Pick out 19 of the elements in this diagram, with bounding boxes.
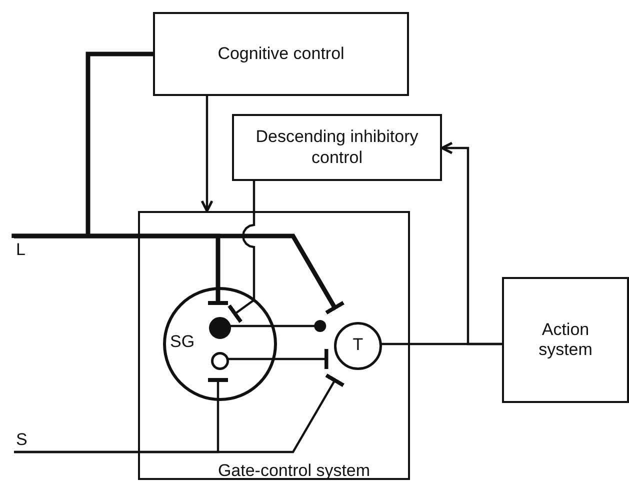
node-label: Action system	[538, 320, 594, 360]
process-box	[232, 114, 442, 181]
filled-dot	[209, 317, 231, 339]
node-label: S	[16, 430, 28, 450]
node-label: L	[16, 240, 26, 260]
connector-line	[86, 52, 153, 236]
system-box	[138, 211, 410, 480]
node-label: Descending inhibitory control	[254, 127, 420, 168]
circle-node	[163, 287, 277, 401]
node-label: Gate-control system	[216, 460, 372, 481]
arrow	[200, 96, 214, 212]
node-label: T	[352, 335, 364, 356]
process-box	[153, 12, 409, 96]
circle-node	[334, 322, 382, 370]
node-label: SG	[170, 332, 195, 352]
node-label: Cognitive control	[218, 44, 344, 64]
arrow	[440, 142, 502, 346]
process-box	[502, 277, 629, 403]
open-circle	[211, 352, 229, 370]
